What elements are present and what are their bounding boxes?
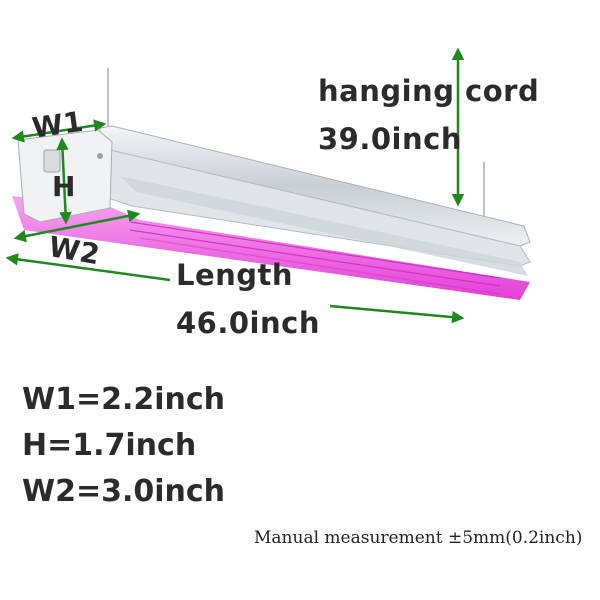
length-value: 46.0inch (176, 306, 320, 340)
length-arrow-left (5, 253, 171, 282)
led-row (129, 221, 501, 295)
light-housing-lip (120, 176, 528, 276)
spec-w2: W2=3.0inch (22, 474, 226, 509)
hanging-cord-value: 39.0inch (318, 122, 462, 156)
spec-w1: W1=2.2inch (22, 382, 226, 417)
w1-arrow (11, 119, 107, 143)
h-arrow (56, 137, 72, 225)
length-arrow-right (329, 304, 465, 324)
end-cap-socket (43, 149, 61, 173)
measurement-note: Manual measurement ±5mm(0.2inch) (254, 528, 583, 548)
length-label: Length (176, 258, 294, 292)
h-label: H (52, 170, 76, 203)
spec-h: H=1.7inch (22, 428, 197, 463)
light-diffuser (12, 196, 530, 300)
end-cap-screw (97, 153, 103, 159)
w2-arrow (13, 209, 141, 243)
hanging-cord-label: hanging cord (318, 74, 540, 108)
